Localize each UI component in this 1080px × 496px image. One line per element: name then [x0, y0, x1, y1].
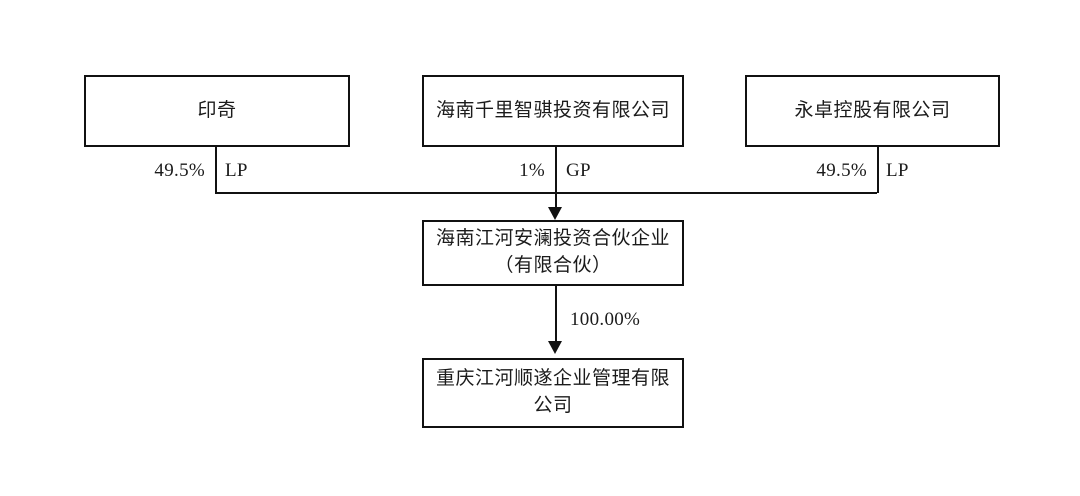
connector-horizontal-bus	[215, 192, 877, 194]
entity-label-shareholder-middle: 海南千里智骐投资有限公司	[435, 99, 670, 121]
edge-label-role-middle: GP	[566, 160, 591, 181]
edge-label-percent-subsidiary: 100.00%	[570, 309, 641, 330]
edge-label-role-right: LP	[886, 160, 909, 181]
arrow-down-icon-to-partnership	[548, 207, 562, 220]
edge-label-role-left: LP	[225, 160, 248, 181]
entity-box-subsidiary: 重庆江河顺遂企业管理有限公司	[422, 358, 684, 428]
entity-box-partnership: 海南江河安澜投资合伙企业（有限合伙）	[422, 220, 684, 286]
entity-box-shareholder-middle: 海南千里智骐投资有限公司	[422, 75, 684, 147]
edge-label-percent-left: 49.5%	[154, 160, 205, 181]
arrow-down-icon-to-subsidiary	[548, 341, 562, 354]
entity-label-partnership: 海南江河安澜投资合伙企业（有限合伙）	[435, 228, 670, 276]
entity-label-subsidiary: 重庆江河顺遂企业管理有限公司	[435, 368, 670, 416]
connector-drop-to-partnership	[555, 192, 557, 209]
entity-box-shareholder-right: 永卓控股有限公司	[745, 75, 1000, 147]
connector-drop-to-subsidiary	[555, 286, 557, 341]
connector-riser-right	[877, 147, 879, 193]
entity-box-shareholder-left: 印奇	[84, 75, 350, 147]
edge-label-percent-right: 49.5%	[816, 160, 867, 181]
connector-riser-middle	[555, 147, 557, 193]
edge-label-percent-middle: 1%	[519, 160, 545, 181]
connector-riser-left	[215, 147, 217, 193]
entity-label-shareholder-right: 永卓控股有限公司	[794, 99, 951, 121]
entity-label-shareholder-left: 印奇	[197, 99, 237, 121]
